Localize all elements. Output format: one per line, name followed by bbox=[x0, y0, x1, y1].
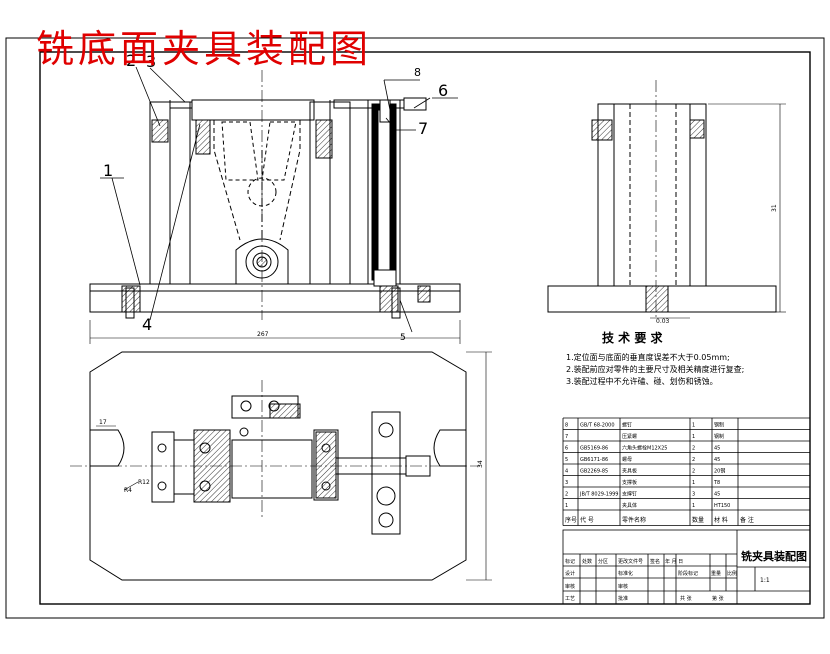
bom-cell: 螺钉 bbox=[622, 422, 632, 429]
balloon-2: 2 bbox=[126, 51, 136, 70]
bom-cell: 2 bbox=[565, 492, 568, 498]
dim-front-width: 267 bbox=[257, 331, 269, 338]
bom-cell: 2 bbox=[692, 457, 695, 463]
tb-process: 工艺 bbox=[565, 596, 575, 602]
bom-cell: 压紧螺 bbox=[622, 433, 637, 440]
bom-cell: 钢制 bbox=[714, 422, 724, 429]
front-view bbox=[89, 66, 461, 344]
tb-count: 处数 bbox=[582, 558, 592, 565]
bom-header-cell: 数量 bbox=[692, 516, 704, 524]
bom-cell: 5 bbox=[565, 457, 568, 463]
bom-cell: 7 bbox=[565, 434, 568, 440]
bom-cell: 45 bbox=[714, 457, 720, 463]
bom-cell: 夹具板 bbox=[622, 468, 637, 475]
balloon-6: 6 bbox=[438, 81, 448, 100]
bom-cell: 1 bbox=[692, 480, 695, 486]
inner-border bbox=[39, 51, 811, 605]
bom-header-cell: 备 注 bbox=[740, 516, 754, 524]
dim-radius-b: R12 bbox=[138, 479, 150, 486]
bom-cell: 2 bbox=[692, 469, 695, 475]
tb-date: 年 月 日 bbox=[665, 558, 683, 565]
dim-plan-left: 17 bbox=[99, 419, 107, 426]
bom-cell: JB/T 8029-1999 bbox=[579, 492, 619, 498]
tb-check: 审核 bbox=[618, 583, 628, 590]
bom-cell: 1 bbox=[692, 503, 695, 509]
bom-cell: 6 bbox=[565, 446, 568, 452]
tb-mark: 标记 bbox=[565, 558, 575, 565]
bom-cell: 1 bbox=[565, 503, 568, 509]
bom-cell: T8 bbox=[713, 480, 720, 486]
bom-cell: 1 bbox=[692, 434, 695, 440]
tech-req-item-3: 3.装配过程中不允许磕、碰、划伤和锈蚀。 bbox=[566, 376, 718, 386]
tb-design: 设计 bbox=[565, 570, 575, 577]
bom-cell: GB2269-85 bbox=[580, 469, 608, 475]
outer-border bbox=[5, 37, 825, 619]
tb-ratio: 比例 bbox=[727, 570, 737, 577]
bom-cell: 支撑钉 bbox=[622, 491, 637, 498]
plan-outline bbox=[89, 351, 467, 581]
tb-review: 审核 bbox=[565, 583, 575, 590]
bom-cell: 夹具体 bbox=[622, 502, 637, 509]
bom-header-cell: 代 号 bbox=[580, 516, 594, 524]
bom-cell: 螺母 bbox=[622, 456, 632, 463]
bom-cell: GB/T 68-2000 bbox=[580, 423, 615, 429]
balloon-4: 4 bbox=[142, 315, 152, 334]
dim-radius-a: R4 bbox=[124, 487, 132, 494]
balloon-3: 3 bbox=[146, 52, 156, 71]
base-plate bbox=[89, 283, 461, 313]
bom-cell: 3 bbox=[565, 480, 568, 486]
tb-change-doc: 更改文件号 bbox=[618, 558, 643, 565]
bom-cell: GB5169-86 bbox=[580, 446, 608, 452]
dim-plan-height: 34 bbox=[477, 460, 484, 468]
bom-cell: 20钢 bbox=[714, 468, 725, 475]
bill-of-materials: 8 GB/T 68-2000 螺钉 1 钢制 7 压紧螺 1 钢制 6 GB5169-86 六角头螺栓… bbox=[562, 417, 811, 526]
balloon-1: 1 bbox=[103, 161, 113, 180]
title-block-drawing-name: 铣夹具装配图 bbox=[741, 549, 807, 563]
bom-cell: 六角头螺栓M12X25 bbox=[622, 445, 667, 452]
bom-header-cell: 序号 bbox=[565, 516, 577, 524]
tb-sheet-total: 共 张 bbox=[680, 595, 692, 602]
bom-cell: 1 bbox=[692, 423, 695, 429]
bom-cell: 3 bbox=[692, 492, 695, 498]
tb-standard: 标准化 bbox=[618, 570, 633, 577]
tb-stage-mark: 阶段标记 bbox=[678, 570, 698, 577]
bom-cell: 45 bbox=[714, 446, 720, 452]
drawing-title: 铣底面夹具装配图 bbox=[36, 27, 373, 71]
bom-cell: HT150 bbox=[714, 503, 730, 509]
tb-zone: 分区 bbox=[598, 558, 608, 565]
tech-req-heading: 技 术 要 求 bbox=[602, 330, 664, 345]
bom-cell: 8 bbox=[565, 423, 568, 429]
bom-header-cell: 材 料 bbox=[714, 516, 728, 524]
bom-cell: 2 bbox=[692, 446, 695, 452]
bom-cell: 支撑板 bbox=[622, 479, 637, 486]
bom-cell: GB6171-86 bbox=[580, 457, 608, 463]
tech-req-item-2: 2.装配前应对零件的主要尺寸及相关精度进行复查; bbox=[566, 364, 744, 374]
balloon-8: 8 bbox=[414, 66, 421, 79]
plan-view bbox=[70, 351, 492, 581]
tb-approve: 批准 bbox=[618, 595, 628, 602]
balloon-5: 5 bbox=[400, 333, 406, 343]
tech-req-item-1: 1.定位面与底面的垂直度误差不大于0.05mm; bbox=[566, 352, 730, 362]
balloon-7: 7 bbox=[418, 119, 428, 138]
dim-side-height: 31 bbox=[771, 204, 778, 212]
tb-sheet-no: 第 张 bbox=[712, 595, 724, 602]
tb-sign: 签名 bbox=[650, 558, 660, 565]
bom-header-cell: 零件名称 bbox=[622, 516, 646, 524]
tb-weight: 重量 bbox=[711, 570, 721, 577]
title-block bbox=[562, 529, 811, 605]
bom-cell: 45 bbox=[714, 492, 720, 498]
plan-clamp-post bbox=[371, 411, 401, 535]
side-view bbox=[547, 80, 786, 319]
dim-side-small: 0.03 bbox=[656, 318, 670, 325]
tb-scale: 1:1 bbox=[760, 577, 770, 584]
bom-cell: 4 bbox=[565, 469, 568, 475]
bom-cell: 钢制 bbox=[714, 433, 724, 440]
